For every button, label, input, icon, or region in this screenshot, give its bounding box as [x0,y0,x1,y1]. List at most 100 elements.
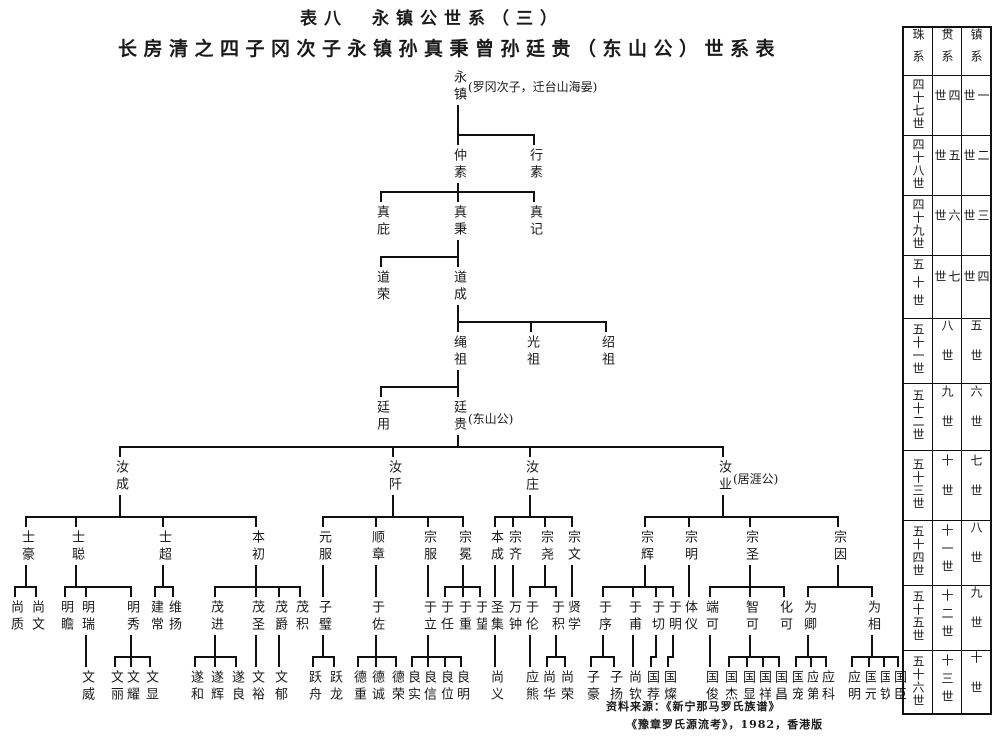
generation-cell: 八世 [961,519,992,586]
generation-cell: 五世 [961,317,992,384]
person-node: 德荣 [388,670,404,704]
person-node: 尚义 [487,670,503,704]
person-node: 于明 [665,600,681,634]
generation-cell: 五十三世 [902,449,933,521]
person-node: 汝阡 [385,460,401,494]
generation-label: 十世 [940,453,954,514]
person-node: 国宠 [788,670,804,704]
person-node: 茂积 [292,600,308,634]
generation-label: 四十七世 [911,77,925,130]
person-node: 元服 [315,530,331,564]
person-node: 行素 [526,148,542,182]
generation-label: 十世 [969,650,983,711]
generation-cell: 四世 [932,74,962,136]
person-node: 道成 [450,270,466,304]
generation-label: 五世 [933,148,961,179]
person-node: 尚钦 [625,670,641,704]
person-node: 廷用 [373,400,389,434]
generation-label: 九世 [940,385,954,445]
person-node: 国荐 [643,670,659,704]
person-node: 万钟 [505,600,521,634]
generation-row: 四十九世六世三世 [902,194,992,256]
person-node: 尚华 [539,670,555,704]
header-cell: 贯系 [932,26,962,76]
person-node: 仲素 [450,148,466,182]
person-node: 应科 [818,670,834,704]
person-node: 端可 [702,600,718,634]
generation-cell: 五十五世 [902,584,933,651]
generation-cell: 九世 [932,382,962,451]
person-node: 于佐 [368,600,384,634]
generation-row: 五十一世八世五世 [902,317,992,384]
person-node: 贤学 [564,600,580,634]
generation-label: 五十一世 [911,323,925,375]
generation-table: 珠系贯系镇系四十七世四世一世四十八世五世二世四十九世六世三世五十世七世四世五十一… [902,26,992,715]
person-node: 明瑞 [78,600,94,634]
person-node: 应第 [803,670,819,704]
person-node: 德重 [350,670,366,704]
person-node: 良明 [453,670,469,704]
generation-label: 五十四世 [911,525,925,577]
person-node: 真秉 [450,205,466,239]
generation-row: 五十三世 十世七世 [902,449,992,521]
person-node: 宗尧 [537,530,553,564]
person-node: 国钦 [876,670,892,704]
generation-label: 一世 [962,88,990,119]
person-node: 维扬 [165,600,181,634]
person-node: 汝成 [112,460,128,494]
person-node: 尚文 [28,600,44,634]
person-node: 为卿 [800,600,816,634]
person-node: 遂和 [187,670,203,704]
person-node: 于任 [437,600,453,634]
generation-label: 四十九世 [911,197,925,250]
generation-label: 九世 [969,586,983,646]
person-node: 于立 [420,600,436,634]
generation-cell: 六世 [932,194,962,256]
generation-cell: 四十七世 [902,74,933,136]
generation-label: 二世 [962,148,990,179]
person-node: 汝庄 [522,460,538,494]
person-note: (罗冈次子，迁台山海晏) [468,80,598,94]
person-node: 国祥 [755,670,771,704]
person-node: 茂进 [207,600,223,634]
generation-cell: 五十一世 [902,317,933,384]
generation-label: 八世 [969,521,983,581]
table-subtitle: 长房清之四子冈次子永镇孙真秉曾孙廷贵（东山公）世系表 [118,38,782,60]
generation-row: 五十五世十二世九世 [902,584,992,651]
person-node: 建常 [147,600,163,634]
person-node: 茂爵 [271,600,287,634]
person-node: 遂辉 [207,670,223,704]
generation-cell: 四世 [961,254,992,319]
person-note: (居涯公) [733,472,779,486]
person-node: 明瞻 [57,600,73,634]
source-line-2: 《豫章罗氏源流考》，1982，香港版 [626,718,824,731]
person-node: 国俊 [702,670,718,704]
person-node: 应明 [844,670,860,704]
person-node: 真记 [526,205,542,239]
generation-label: 七世 [969,453,983,514]
generation-header: 珠系 [911,28,925,72]
person-node: 真庇 [373,205,389,239]
generation-cell: 九世 [961,584,992,651]
person-node: 国杰 [721,670,737,704]
person-node: 尚质 [7,600,23,634]
generation-label: 十一世 [940,524,954,578]
header-cell: 珠系 [902,26,933,76]
generation-cell: 四十九世 [902,194,933,256]
person-node: 宗文 [564,530,580,564]
generation-label: 十三世 [940,653,954,708]
person-node: 文郁 [271,670,287,704]
generation-row: 五十四世 十一世 八世 [902,519,992,586]
generation-row: 五十世七世四世 [902,254,992,319]
person-node: 于伦 [522,600,538,634]
person-node: 尚荣 [557,670,573,704]
person-node: 宗冕 [455,530,471,564]
generation-label: 五十世 [911,258,925,312]
generation-cell: 五十四世 [902,519,933,586]
person-node: 国显 [739,670,755,704]
person-node: 绍祖 [598,335,614,369]
generation-label: 五十三世 [911,457,925,510]
person-node: 应熊 [522,670,538,704]
person-node: 遂良 [228,670,244,704]
